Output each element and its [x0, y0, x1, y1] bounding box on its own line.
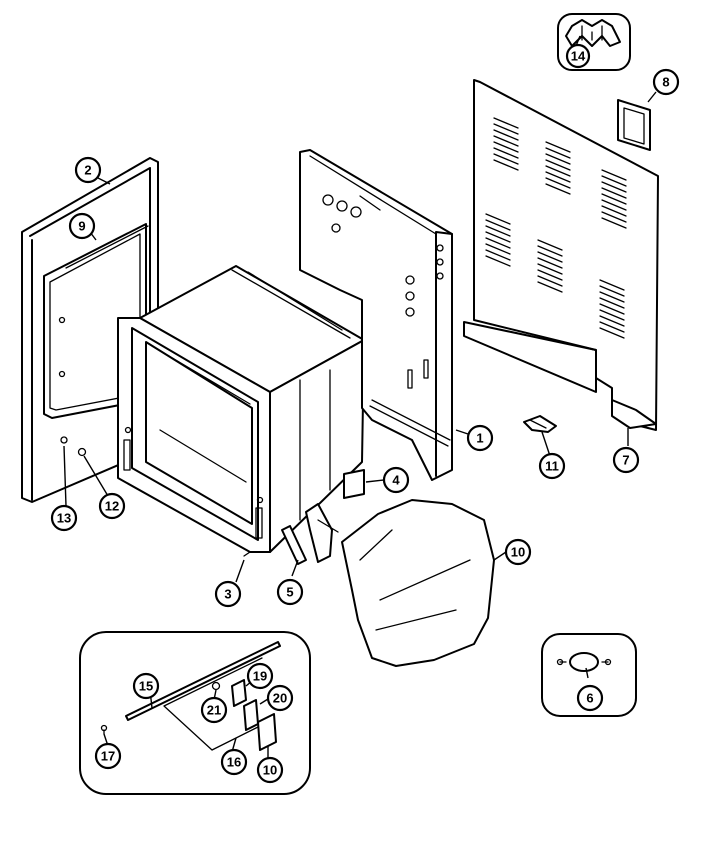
callout-15-label: 15	[139, 679, 153, 694]
callout-17-label: 17	[101, 749, 115, 764]
leader-lines	[63, 35, 657, 762]
callout-3: 3	[214, 580, 242, 608]
callout-1-label: 1	[476, 431, 483, 446]
inset-lower-assembly	[79, 631, 311, 795]
callout-7: 7	[612, 446, 640, 474]
part-10-insulation	[341, 499, 495, 667]
callout-6: 6	[576, 684, 604, 712]
callout-7-label: 7	[622, 453, 629, 468]
callout-10b: 10	[256, 756, 284, 784]
callout-15: 15	[132, 672, 160, 700]
callout-1: 1	[466, 424, 494, 452]
callout-20-label: 20	[273, 691, 287, 706]
callout-12: 12	[98, 492, 126, 520]
callout-21: 21	[200, 696, 228, 724]
callout-10b-label: 10	[263, 763, 277, 778]
callout-6-label: 6	[586, 691, 593, 706]
callout-3-label: 3	[224, 587, 231, 602]
callout-21-label: 21	[207, 703, 221, 718]
inset-part-6	[541, 633, 637, 717]
callout-8-label: 8	[662, 75, 669, 90]
callout-19: 19	[246, 662, 274, 690]
callout-16-label: 16	[227, 755, 241, 770]
callout-13: 13	[50, 504, 78, 532]
callout-12-label: 12	[105, 499, 119, 514]
callout-11-label: 11	[545, 459, 559, 474]
callout-19-label: 19	[253, 669, 267, 684]
callout-20: 20	[266, 684, 294, 712]
part-4-block	[343, 469, 365, 499]
part-5-hinge	[281, 503, 339, 565]
callout-9-label: 9	[78, 219, 85, 234]
callout-2-label: 2	[84, 163, 91, 178]
screws-12-13	[60, 436, 251, 557]
callout-5: 5	[276, 578, 304, 606]
callout-10a-label: 10	[511, 545, 525, 560]
callout-4-label: 4	[392, 473, 400, 488]
callout-14-label: 14	[571, 49, 586, 64]
callout-14: 14	[565, 43, 591, 69]
part-11-clip	[523, 415, 557, 433]
callout-17: 17	[94, 742, 122, 770]
callout-16: 16	[220, 748, 248, 776]
callout-8: 8	[652, 68, 680, 96]
part-7-bracket	[611, 399, 657, 429]
callout-13-label: 13	[57, 511, 71, 526]
callout-11: 11	[538, 452, 566, 480]
side-panel	[299, 149, 453, 481]
callout-4: 4	[382, 466, 410, 494]
part-8-bracket	[617, 99, 651, 151]
oven-cavity	[117, 265, 365, 553]
callout-5-label: 5	[286, 585, 293, 600]
callout-10a: 10	[504, 538, 532, 566]
callout-2: 2	[74, 156, 102, 184]
callout-9: 9	[68, 212, 96, 240]
